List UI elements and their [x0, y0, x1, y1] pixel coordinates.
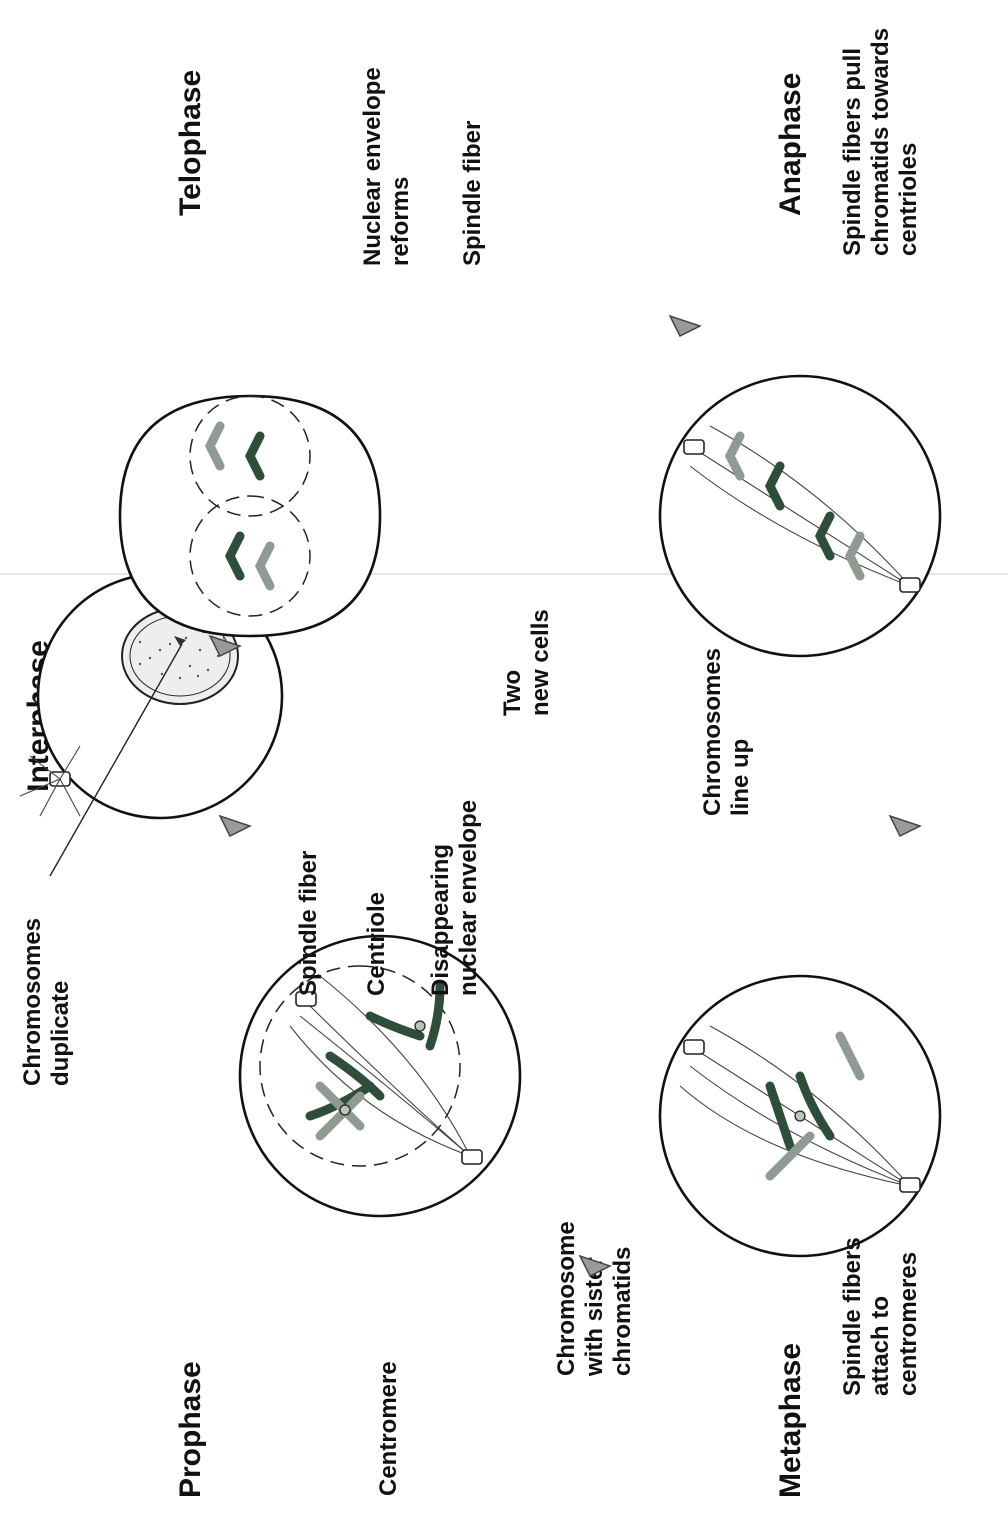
telophase-cell	[120, 396, 380, 636]
rotated-diagram: Interphase Prophase Metaphase Anaphase T…	[19, 21, 940, 1498]
prophase-centriole-icon-2	[462, 1150, 482, 1164]
label-nuclear-reforms: Nuclear envelope reforms	[359, 61, 414, 266]
anaphase-centriole-icon-2	[900, 578, 920, 592]
title-telophase: Telophase	[174, 70, 207, 216]
label-chromosomes-duplicate: Chromosomes duplicate	[19, 911, 74, 1086]
label-spindle-fiber-prophase: Spindle fiber	[295, 851, 322, 996]
arrow-interphase-prophase	[220, 816, 250, 836]
arrow-anaphase-telophase	[670, 316, 700, 336]
label-centriole: Centriole	[363, 892, 390, 996]
metaphase-cell	[660, 976, 940, 1256]
label-two-new-cells: Two new cells	[499, 609, 554, 716]
title-prophase: Prophase	[174, 1361, 207, 1498]
label-spindle-pull: Spindle fibers pull chromatids towards c…	[839, 21, 922, 256]
metaphase-centriole-icon-2	[900, 1178, 920, 1192]
anaphase-cell	[660, 376, 940, 656]
label-spindle-fiber-telophase: Spindle fiber	[459, 121, 486, 266]
title-metaphase: Metaphase	[774, 1343, 807, 1498]
label-spindle-attach: Spindle fibers attach to centromeres	[839, 1231, 922, 1396]
label-chromosomes-line-up: Chromosomes line up	[699, 641, 754, 816]
metaphase-centriole-icon	[684, 1040, 704, 1054]
label-chromosome-sister: Chromosome with sister chromatids	[553, 1215, 636, 1377]
arrow-metaphase-anaphase	[890, 816, 920, 836]
label-centromere: Centromere	[375, 1361, 402, 1496]
title-anaphase: Anaphase	[774, 73, 807, 216]
anaphase-centriole-icon	[684, 440, 704, 454]
label-disappearing-envelope: Disappearing nuclear envelope	[427, 800, 482, 996]
